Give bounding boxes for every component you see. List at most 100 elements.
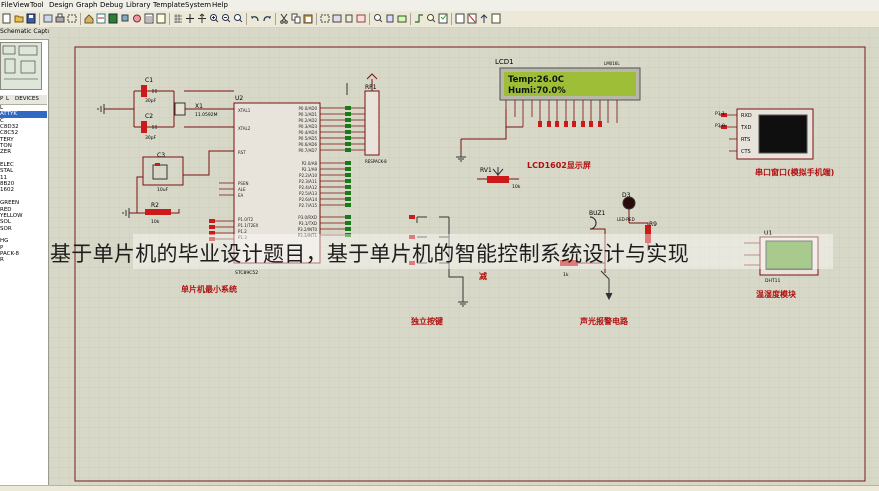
home-icon[interactable] (84, 13, 94, 24)
redo-icon[interactable] (262, 13, 272, 24)
mcu-u2[interactable] (233, 102, 321, 264)
device-item[interactable]: PACK-8 (0, 250, 19, 257)
search-tag-icon[interactable] (426, 13, 436, 24)
device-item[interactable]: L (0, 105, 4, 111)
property-assign-icon[interactable] (438, 13, 448, 24)
mcu-pin-p22: P2.2/A10 (299, 173, 317, 178)
undo-icon[interactable] (250, 13, 260, 24)
mcu-pin-p02: P0.2/AD2 (299, 118, 318, 123)
bill-icon[interactable] (491, 13, 501, 24)
lcd-1602[interactable] (499, 67, 641, 101)
pick-device-icon[interactable] (373, 13, 383, 24)
l-button[interactable]: L (6, 96, 10, 102)
label-d3: D3 (622, 192, 631, 199)
resistor-r9[interactable] (645, 225, 651, 243)
pcb-icon[interactable] (108, 13, 118, 24)
lcd-line-1: Temp:26.0C (508, 75, 564, 85)
new-file-icon[interactable] (2, 13, 12, 24)
label-x1-value: 11.0592M (195, 112, 218, 118)
open-folder-icon[interactable] (14, 13, 24, 24)
device-item[interactable]: C8C52 (0, 130, 19, 137)
area-icon[interactable] (67, 13, 77, 24)
wire-autoroute-icon[interactable] (414, 13, 424, 24)
device-item[interactable]: RED (0, 206, 12, 213)
cut-icon[interactable] (279, 13, 289, 24)
bom-icon[interactable] (144, 13, 154, 24)
device-item[interactable]: ZER (0, 149, 12, 156)
device-item[interactable]: SOL (0, 219, 11, 226)
zoom-in-icon[interactable] (209, 13, 219, 24)
resistor-r2[interactable] (145, 209, 171, 215)
device-item[interactable]: C8D32 (0, 124, 19, 131)
zoom-out-icon[interactable] (221, 13, 231, 24)
block-rotate-icon[interactable] (344, 13, 354, 24)
exit-parent-icon[interactable] (479, 13, 489, 24)
label-u1: U1 (764, 230, 772, 237)
schematic-icon[interactable] (96, 13, 106, 24)
packaging-icon[interactable] (397, 13, 407, 24)
mcu-pin-p30: P3.0/RXD (298, 215, 317, 220)
device-item[interactable]: ELEC (0, 162, 14, 169)
menu-debug[interactable]: Debug (100, 1, 124, 9)
overview-window[interactable] (0, 42, 42, 90)
pan-icon[interactable] (197, 13, 207, 24)
p-button[interactable]: P (0, 96, 4, 102)
sensor-dht11[interactable] (759, 236, 819, 276)
device-item[interactable]: P (0, 244, 4, 251)
device-item[interactable]: GREEN (0, 200, 20, 207)
menu-system[interactable]: System (185, 1, 212, 9)
block-delete-icon[interactable] (356, 13, 366, 24)
ground-left-1 (97, 104, 105, 114)
serial-terminal[interactable] (736, 108, 814, 160)
block-copy-icon[interactable] (320, 13, 330, 24)
zoom-fit-icon[interactable] (233, 13, 243, 24)
crystal-x1[interactable] (174, 102, 186, 116)
device-item[interactable]: TON (0, 143, 12, 150)
block-move-icon[interactable] (332, 13, 342, 24)
device-item[interactable]: C (0, 117, 4, 124)
schematic-canvas[interactable]: C1 30pF C2 30pF X1 11.0592M C3 10uF R2 1… (49, 27, 879, 487)
label-d3-part: LED-RED (617, 217, 635, 222)
mcu-pin-p00: P0.0/AD0 (299, 106, 318, 111)
capacitor-c3[interactable] (152, 163, 168, 180)
potentiometer-rv1[interactable] (477, 167, 519, 183)
key-buttons[interactable] (416, 216, 464, 302)
device-item[interactable]: TERY (0, 136, 14, 143)
import-icon[interactable] (43, 13, 53, 24)
menu-file[interactable]: File (1, 1, 13, 9)
3d-icon[interactable] (120, 13, 130, 24)
grid-icon[interactable] (173, 13, 183, 24)
gerber-icon[interactable] (132, 13, 142, 24)
menu-view[interactable]: View (13, 1, 30, 9)
device-item-selected[interactable]: ATTYK (0, 111, 47, 118)
paste-icon[interactable] (303, 13, 313, 24)
new-sheet-icon[interactable] (455, 13, 465, 24)
menu-tool[interactable]: Tool (30, 1, 44, 9)
device-item[interactable]: R (0, 257, 4, 264)
device-item[interactable]: 1602 (0, 187, 14, 194)
device-item[interactable]: STAL (0, 168, 14, 175)
label-c1: C1 (145, 77, 153, 84)
remove-sheet-icon[interactable] (467, 13, 477, 24)
respack-rp1[interactable] (351, 73, 380, 156)
save-icon[interactable] (26, 13, 36, 24)
notes-icon[interactable] (156, 13, 166, 24)
print-icon[interactable] (55, 13, 65, 24)
origin-icon[interactable] (185, 13, 195, 24)
copy-icon[interactable] (291, 13, 301, 24)
mcu-pin-p24: P2.4/A12 (299, 185, 317, 190)
key-label: 减 (479, 271, 487, 281)
menu-design[interactable]: Design (49, 1, 74, 9)
resistor-1k[interactable] (560, 260, 578, 266)
device-item[interactable]: YELLOW (0, 212, 23, 219)
menu-library[interactable]: Library (126, 1, 151, 9)
menu-help[interactable]: Help (212, 1, 228, 9)
device-item[interactable]: HG (0, 238, 9, 245)
mcu-pin-p04: P0.4/AD4 (299, 130, 318, 135)
make-device-icon[interactable] (385, 13, 395, 24)
device-item[interactable]: 8B20 (0, 181, 15, 188)
menu-graph[interactable]: Graph (76, 1, 98, 9)
device-item[interactable]: SOR (0, 225, 12, 232)
device-item[interactable]: 11 (0, 174, 7, 181)
menu-template[interactable]: Template (153, 1, 185, 9)
